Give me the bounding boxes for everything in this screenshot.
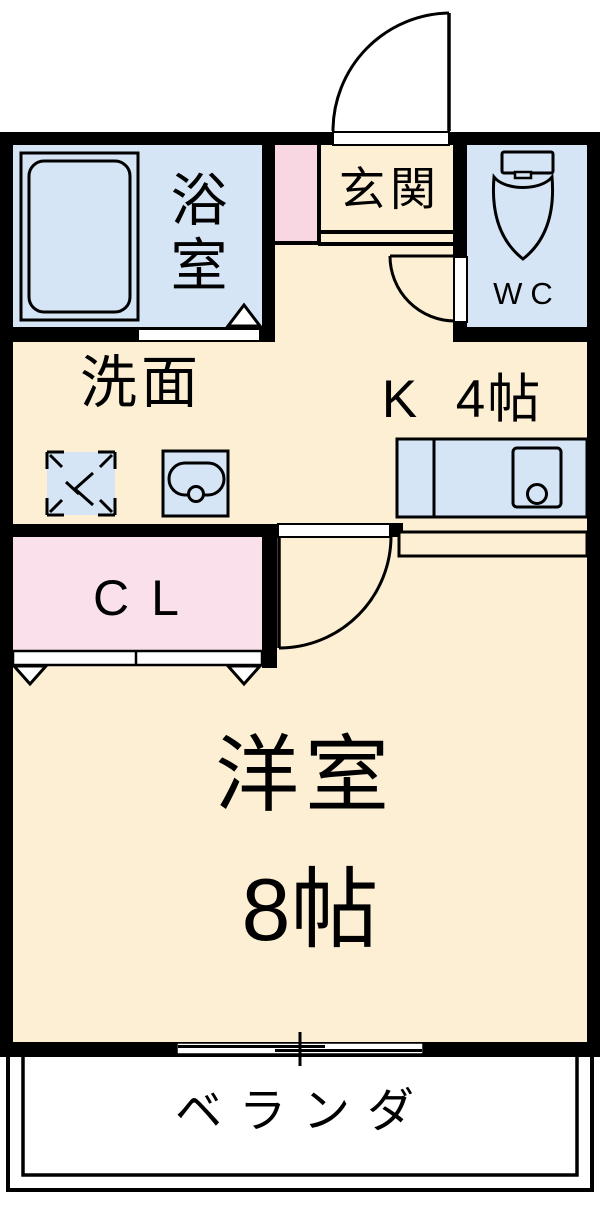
veranda-label: ベランダ — [175, 1084, 431, 1137]
toilet-door-opening — [453, 256, 468, 323]
closet-label: CL — [93, 570, 201, 626]
washing-machine-icon — [45, 450, 117, 517]
balcony-window — [176, 1032, 424, 1066]
washroom-label: 洗面 — [80, 351, 202, 415]
kitchen-sink — [511, 446, 563, 509]
wc-door-arc — [388, 254, 456, 323]
bathroom-threshold — [137, 328, 261, 342]
entrance-door-arc — [331, 11, 451, 132]
bath-label: 浴室 — [162, 170, 226, 300]
living-room-label: 洋室 — [214, 728, 395, 822]
living-room-size: 8帖 — [241, 860, 379, 959]
washroom-sink-icon — [161, 449, 230, 518]
kitchen-counter-icon — [395, 437, 589, 558]
closet-floor — [13, 537, 262, 651]
closet-doors — [10, 649, 264, 687]
living-door-arc — [277, 535, 393, 650]
entrance-label: 玄関 — [339, 163, 441, 215]
entrance-cabinet — [275, 145, 317, 241]
bathtub-icon — [19, 151, 140, 322]
living-door-opening — [277, 523, 391, 538]
bathroom-fold-door-icon — [224, 302, 264, 328]
kitchen-counter-front — [397, 530, 589, 558]
toilet-icon — [491, 150, 555, 261]
entrance-threshold — [332, 131, 450, 146]
kitchen-label: K 4帖 — [381, 370, 543, 429]
toilet-label: WC — [493, 276, 561, 311]
veranda-railing — [6, 1057, 594, 1192]
